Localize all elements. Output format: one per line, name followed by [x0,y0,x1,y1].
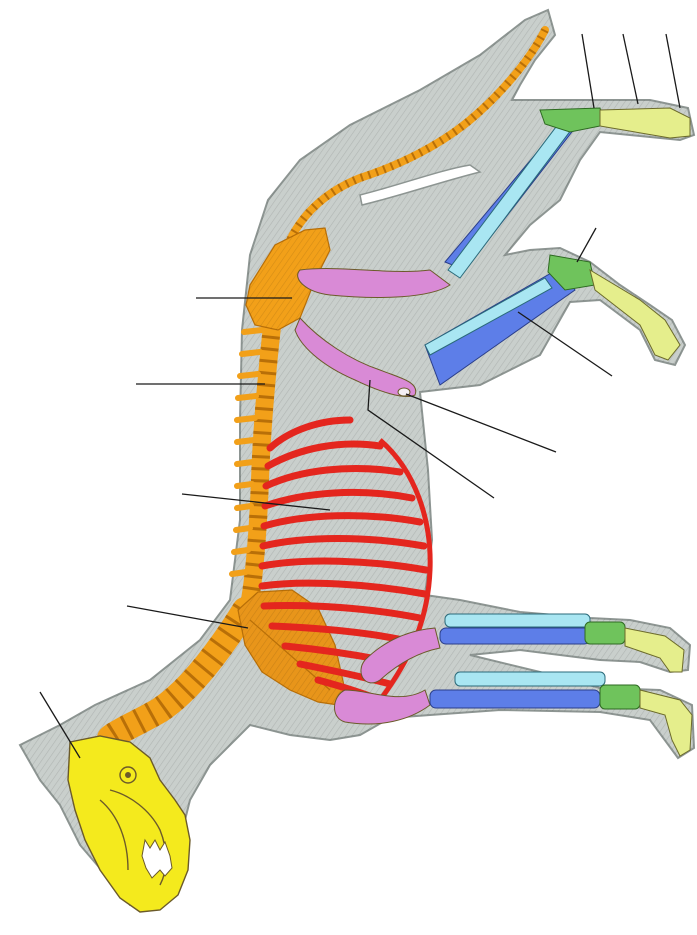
leader-line-3 [666,34,680,108]
leader-line-1 [582,34,594,108]
leader-line-4 [577,228,596,262]
leader-line-8 [406,394,556,452]
leader-line-2 [623,34,638,104]
